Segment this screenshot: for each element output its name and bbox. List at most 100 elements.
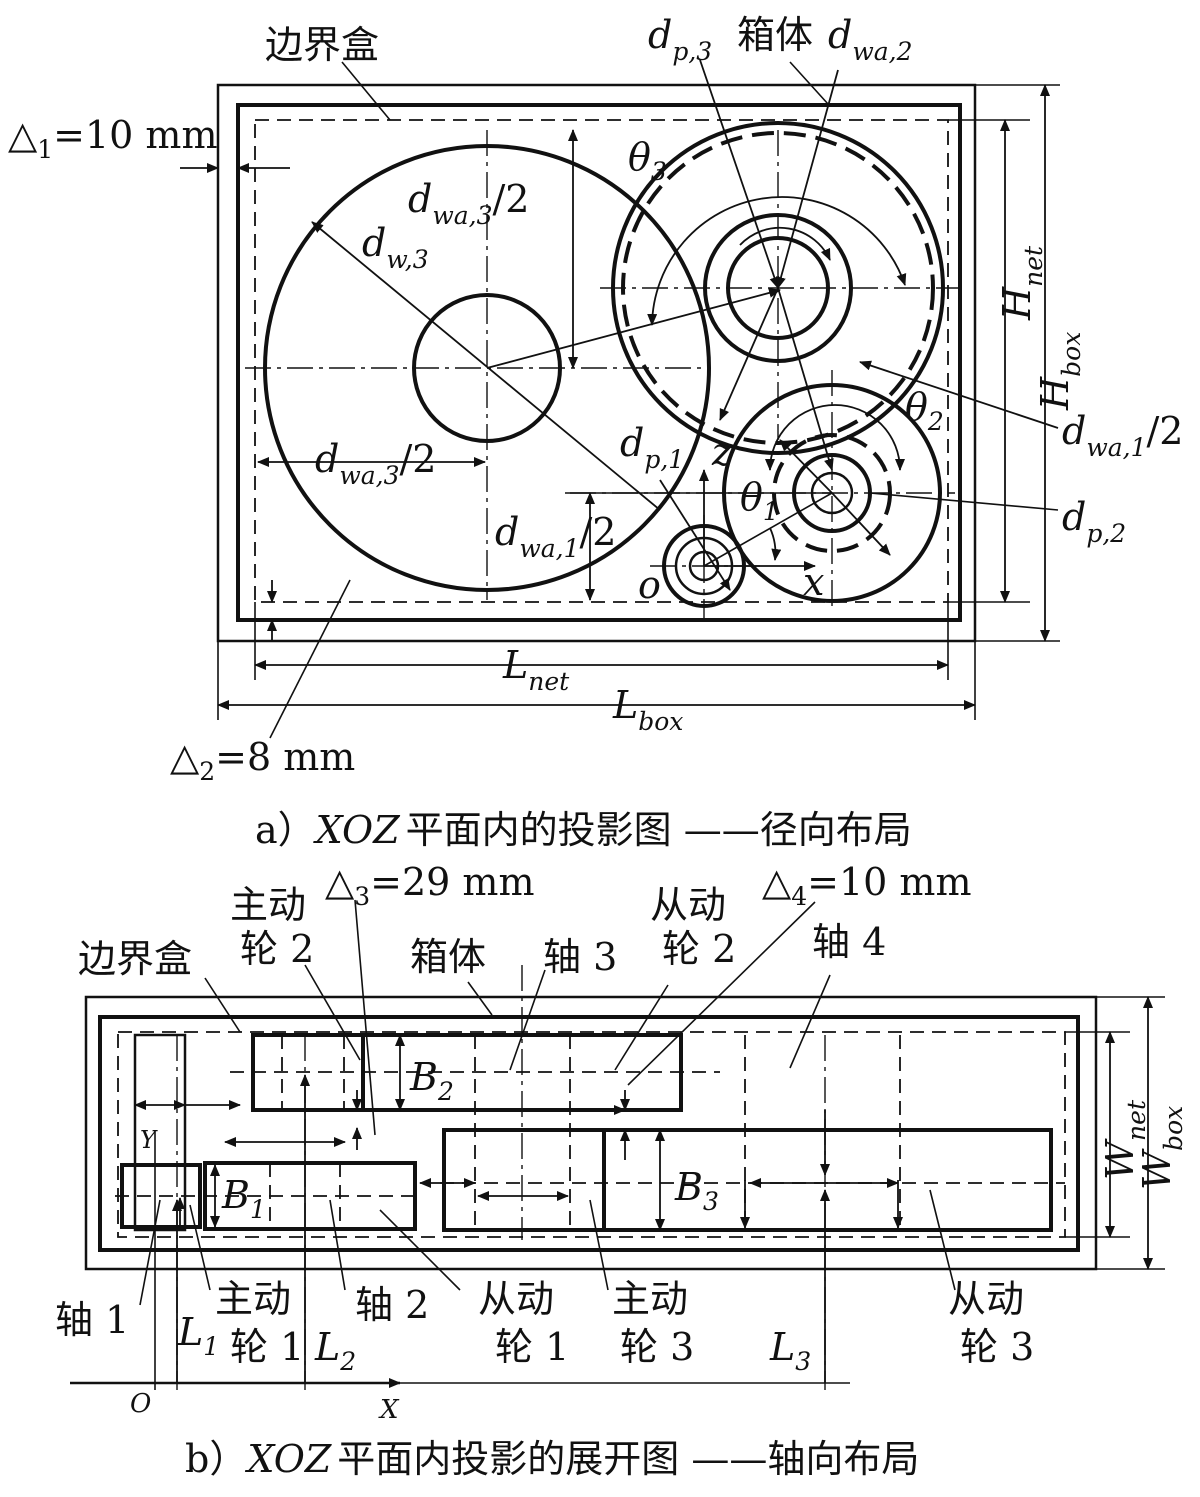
theta1-ray [703, 492, 833, 567]
dwa2-leader [776, 69, 839, 289]
driven-gear1-leader [379, 1209, 461, 1291]
theta3-inner-arc [739, 226, 831, 261]
driving-gear3-leader [589, 1199, 609, 1291]
driven-gear2-leader [614, 984, 669, 1071]
driven-gear3-label-line1: 从动 [948, 1277, 1024, 1321]
shaft4-label: 轴 4 [812, 920, 886, 964]
delta3-leader [354, 899, 376, 1136]
dp3-label: dp,3 [648, 13, 712, 66]
dwa3-half-left-label: dwa,3/2 [315, 437, 436, 490]
net-inner-dashed-box-b [117, 1031, 1066, 1238]
theta1-label: θ1 [740, 475, 779, 526]
shaft3-leader [509, 969, 546, 1071]
driving-gear3-block [442, 1128, 606, 1232]
origin-o-label: O [130, 1389, 151, 1419]
dp3-leader-lower [719, 287, 779, 421]
delta4-label: △4=10 mm [762, 860, 971, 911]
b3-label: B3 [674, 1165, 719, 1216]
dwa1-half-right-label: dwa,1/2 [1062, 409, 1183, 462]
shaft2-leader [329, 1199, 346, 1291]
dp2-label: dp,2 [1062, 495, 1126, 548]
y-axis-label: Y [140, 1126, 158, 1154]
theta3-arc [647, 196, 907, 326]
delta2-label: △2=8 mm [170, 735, 355, 786]
l2-label: L2 [314, 1325, 356, 1376]
delta2-leader [269, 579, 351, 739]
theta3-label: θ3 [628, 135, 667, 186]
dwa1-half-low-label: dwa,1/2 [495, 510, 616, 563]
net-inner-dashed-box [254, 119, 949, 603]
dp1-leader [659, 479, 731, 591]
driving-gear1-label-line2: 轮 1 [230, 1325, 304, 1369]
dw3-radius-line [311, 221, 661, 511]
driving-gear1-leader [189, 1204, 211, 1291]
wbox-label: Wbox [1135, 1106, 1188, 1190]
l3-label: L3 [769, 1325, 811, 1376]
delta1-value: =10 mm [53, 113, 217, 157]
dp1-label: dp,1 [620, 421, 684, 474]
l1-label: L1 [177, 1310, 219, 1361]
dwa3-half-top-label: dwa,3/2 [408, 177, 529, 230]
dw3-label: dw,3 [362, 221, 429, 274]
driving-gear2-label-line1: 主动 [230, 883, 306, 927]
driving-gear3-pitch-circle [621, 131, 935, 445]
local-x-label: x [803, 560, 824, 604]
delta1-label: △1=10 mm [8, 113, 217, 164]
driven-gear1-label-line2: 轮 1 [495, 1325, 569, 1369]
panel-b-axial-layout: 主动 轮 2 △3=29 mm △4=10 mm 从动 轮 2 边界盒 箱体 轴… [55, 860, 1188, 1481]
shaft1-label: 轴 1 [55, 1298, 129, 1342]
shaft1-block [133, 1033, 187, 1232]
casing-leader-b [467, 981, 493, 1016]
casing-outline-b [98, 1015, 1080, 1252]
dp2-leader-right [831, 492, 891, 556]
dp2-leader-out [869, 492, 1059, 511]
local-z-label: z [711, 430, 733, 474]
delta3-label: △3=29 mm [325, 860, 534, 911]
driving-gear3-label-line1: 主动 [612, 1277, 688, 1321]
lbox-label: Lbox [612, 683, 683, 736]
casing-label-b: 箱体 [410, 935, 486, 979]
dp3-leader [699, 59, 780, 289]
b1-label: B1 [221, 1173, 266, 1224]
driven-gear3-addendum-circle [263, 144, 711, 592]
dwa1-half-right-leader [859, 360, 1059, 429]
casing-leader [789, 61, 829, 105]
hnet-label: Hnet [995, 245, 1048, 321]
shaft4-leader [789, 974, 831, 1069]
delta4-leader [627, 901, 816, 1086]
delta1-symbol: △ [8, 113, 38, 157]
driven-gear3-hub-circle [412, 293, 562, 443]
theta1-arc [769, 527, 782, 561]
bounding-box-label: 边界盒 [265, 23, 379, 67]
hbox-label: Hbox [1033, 332, 1086, 411]
b2-label: B2 [409, 1055, 454, 1106]
shaft2-label: 轴 2 [355, 1283, 429, 1327]
bounding-box-outline-b [84, 995, 1098, 1271]
driven-gear1-label-line1: 从动 [478, 1277, 554, 1321]
theta2-label: θ2 [905, 385, 944, 436]
shaft1-leader [139, 1199, 161, 1306]
dwa2-label: dwa,2 [828, 13, 912, 66]
panel-a-radial-layout: 边界盒 △1=10 mm dp,3 箱体 dwa,2 θ3 dwa,3/2 dw… [8, 13, 1183, 852]
casing-outline [236, 103, 962, 622]
driven-gear2-label-line2: 轮 2 [662, 927, 736, 971]
driving-gear1-label-line1: 主动 [215, 1277, 291, 1321]
theta2-arc [765, 404, 905, 471]
wnet-label: Wnet [1098, 1099, 1151, 1180]
local-o-label: o [638, 563, 661, 607]
bounding-box-leader-b [204, 977, 241, 1033]
driving-gear2-label-line2: 轮 2 [240, 927, 314, 971]
driving-gear2-leader [304, 964, 361, 1061]
casing-label-a: 箱体 [737, 13, 813, 57]
driven-gear3-label-line2: 轮 3 [960, 1325, 1034, 1369]
shaft3-label: 轴 3 [543, 935, 617, 979]
driving-gear3-label-line2: 轮 3 [620, 1325, 694, 1369]
bounding-box-label-b: 边界盒 [78, 937, 192, 981]
bounding-box-leader [341, 61, 391, 121]
global-x-label: X [378, 1395, 400, 1425]
bounding-box-outline [216, 83, 977, 643]
dwa3-half-arrow-center-to-gear2 [486, 287, 781, 369]
